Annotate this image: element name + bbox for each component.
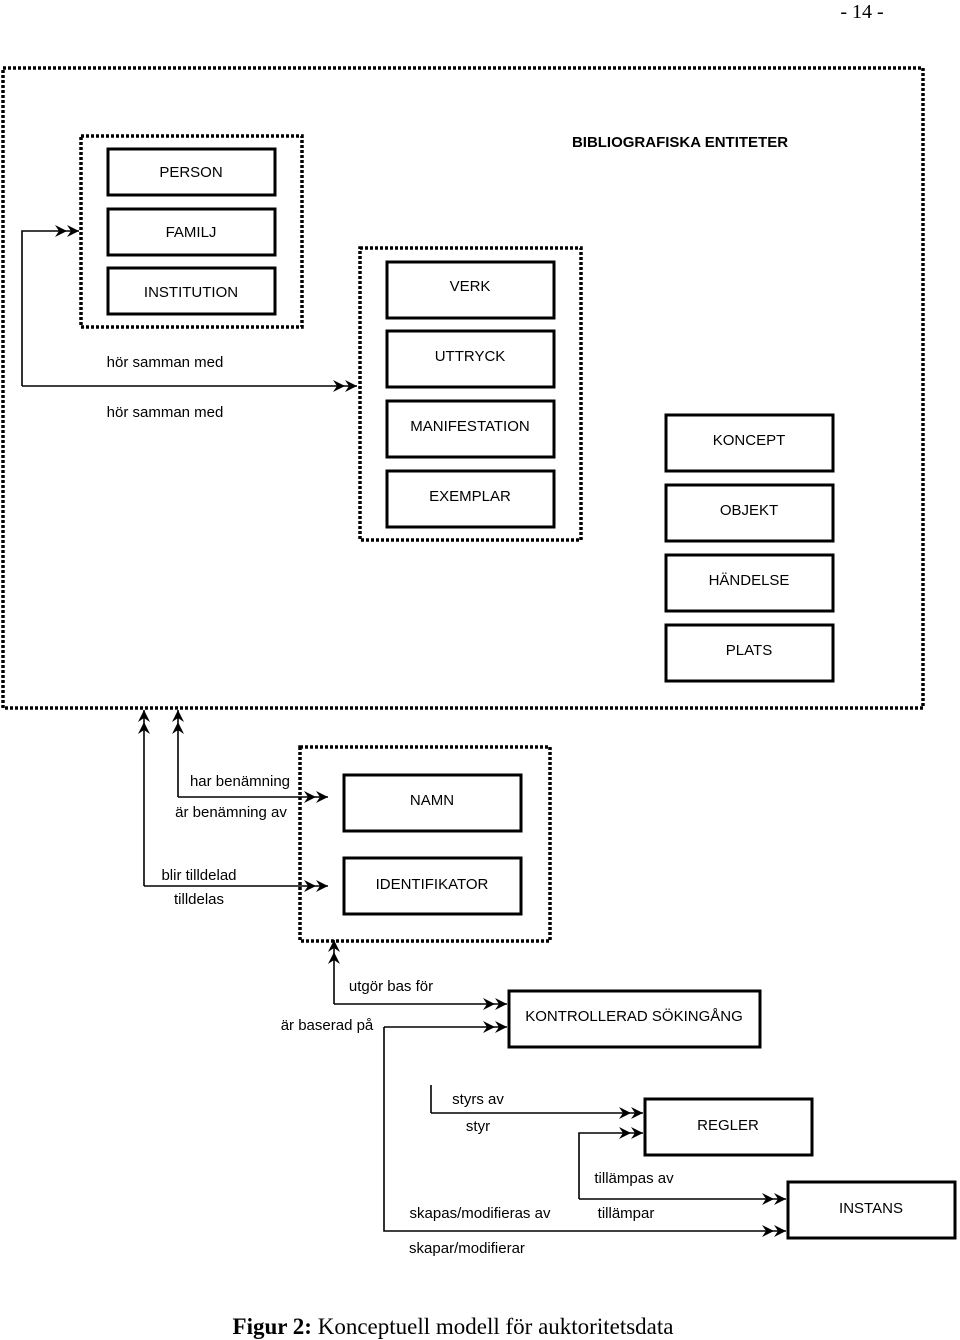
entity-koncept-label: KONCEPT: [713, 432, 786, 449]
figure-caption-label: Figur 2:: [233, 1314, 312, 1339]
entity-plats-label: PLATS: [726, 642, 772, 659]
relation-ar-baserad-pa: är baserad på: [281, 1017, 374, 1034]
page-number: - 14 -: [840, 1, 883, 23]
agent-group: [79, 134, 304, 329]
entity-uttryck: [385, 329, 556, 389]
connector-hor-samman-in: [21, 225, 79, 386]
entity-regler-label: REGLER: [697, 1117, 759, 1134]
relation-ar-benamning-av: är benämning av: [175, 804, 287, 821]
entity-exemplar-label: EXEMPLAR: [429, 488, 511, 505]
relation-tillampas-av: tillämpas av: [594, 1170, 674, 1187]
connector-skapar: [383, 1027, 786, 1237]
entity-familj-label: FAMILJ: [166, 224, 217, 241]
entity-handelse-label: HÄNDELSE: [709, 572, 790, 589]
work-group: [358, 246, 583, 542]
relation-tilldelas: tilldelas: [174, 891, 224, 908]
relation-hor-samman-1: hör samman med: [107, 354, 224, 371]
entity-objekt-label: OBJEKT: [720, 502, 778, 519]
entity-institution: [106, 266, 277, 316]
entity-identifikator-label: IDENTIFIKATOR: [376, 876, 489, 893]
entity-instans-label: INSTANS: [839, 1200, 903, 1217]
entity-familj: [106, 207, 277, 257]
group-title: BIBLIOGRAFISKA ENTITETER: [572, 134, 788, 151]
entity-verk-label: VERK: [450, 278, 491, 295]
entity-institution-label: INSTITUTION: [144, 284, 238, 301]
entity-kontrollerad-label: KONTROLLERAD SÖKINGÅNG: [525, 1007, 743, 1025]
relation-styr: styr: [466, 1118, 490, 1135]
entity-plats: [664, 623, 835, 683]
relation-hor-samman-2: hör samman med: [107, 404, 224, 421]
relation-blir-tilldelad: blir tilldelad: [161, 867, 236, 884]
entity-manifestation: [385, 399, 556, 459]
entity-kontrollerad-sokingang: [507, 989, 762, 1049]
relation-utgor-bas-for: utgör bas för: [349, 978, 433, 995]
relation-tillampar: tillämpar: [598, 1205, 655, 1222]
entity-manifestation-label: MANIFESTATION: [410, 418, 529, 435]
relation-styrs-av: styrs av: [452, 1091, 504, 1108]
entity-person-label: PERSON: [159, 164, 222, 181]
entity-regler: [643, 1097, 814, 1157]
entity-instans: [786, 1180, 957, 1240]
bibliographic-entities-group: [1, 66, 925, 710]
relation-skapas-modifieras-av: skapas/modifieras av: [410, 1205, 551, 1222]
entity-person: [106, 147, 277, 197]
relation-skapar-modifierar: skapar/modifierar: [409, 1240, 525, 1257]
entity-namn-label: NAMN: [410, 792, 454, 809]
entity-objekt: [664, 483, 835, 543]
entity-uttryck-label: UTTRYCK: [435, 348, 506, 365]
connector-tillampar: [578, 1127, 643, 1199]
entity-handelse: [664, 553, 835, 613]
entity-koncept: [664, 413, 835, 473]
figure-caption: Figur 2: Konceptuell modell för auktorit…: [233, 1314, 674, 1339]
entity-verk: [385, 260, 556, 320]
figure-caption-text: Konceptuell modell för auktoritetsdata: [318, 1314, 674, 1339]
entity-identifikator: [342, 856, 523, 916]
entity-namn: [342, 773, 523, 833]
entity-exemplar: [385, 469, 556, 529]
name-id-group: [298, 745, 552, 943]
relation-har-benamning: har benämning: [190, 773, 290, 790]
